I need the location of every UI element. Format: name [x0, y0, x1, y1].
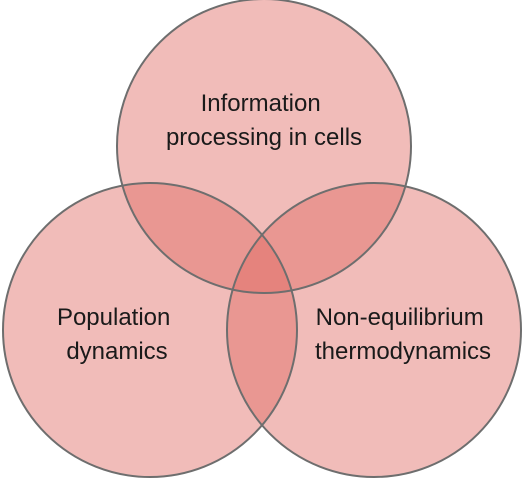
label-left-line-1: Population [57, 304, 170, 331]
circle-information-processing [117, 0, 411, 293]
label-top-line-1: Information [201, 90, 321, 117]
label-right-line-1: Non-equilibrium [316, 304, 484, 331]
outline-top [116, 0, 412, 294]
label-population-dynamics: Population dynamics [57, 304, 177, 365]
label-top-line-2: processing in cells [166, 124, 362, 151]
label-non-equilibrium-thermodynamics: Non-equilibrium thermodynamics [315, 304, 491, 365]
outline-left [2, 182, 298, 478]
label-information-processing: Information processing in cells [166, 90, 362, 151]
label-left-line-2: dynamics [66, 338, 167, 365]
label-right-line-2: thermodynamics [315, 338, 491, 365]
circle-population-dynamics [3, 183, 297, 477]
outline-right [226, 182, 522, 478]
circle-non-equilibrium-thermodynamics [227, 183, 521, 477]
